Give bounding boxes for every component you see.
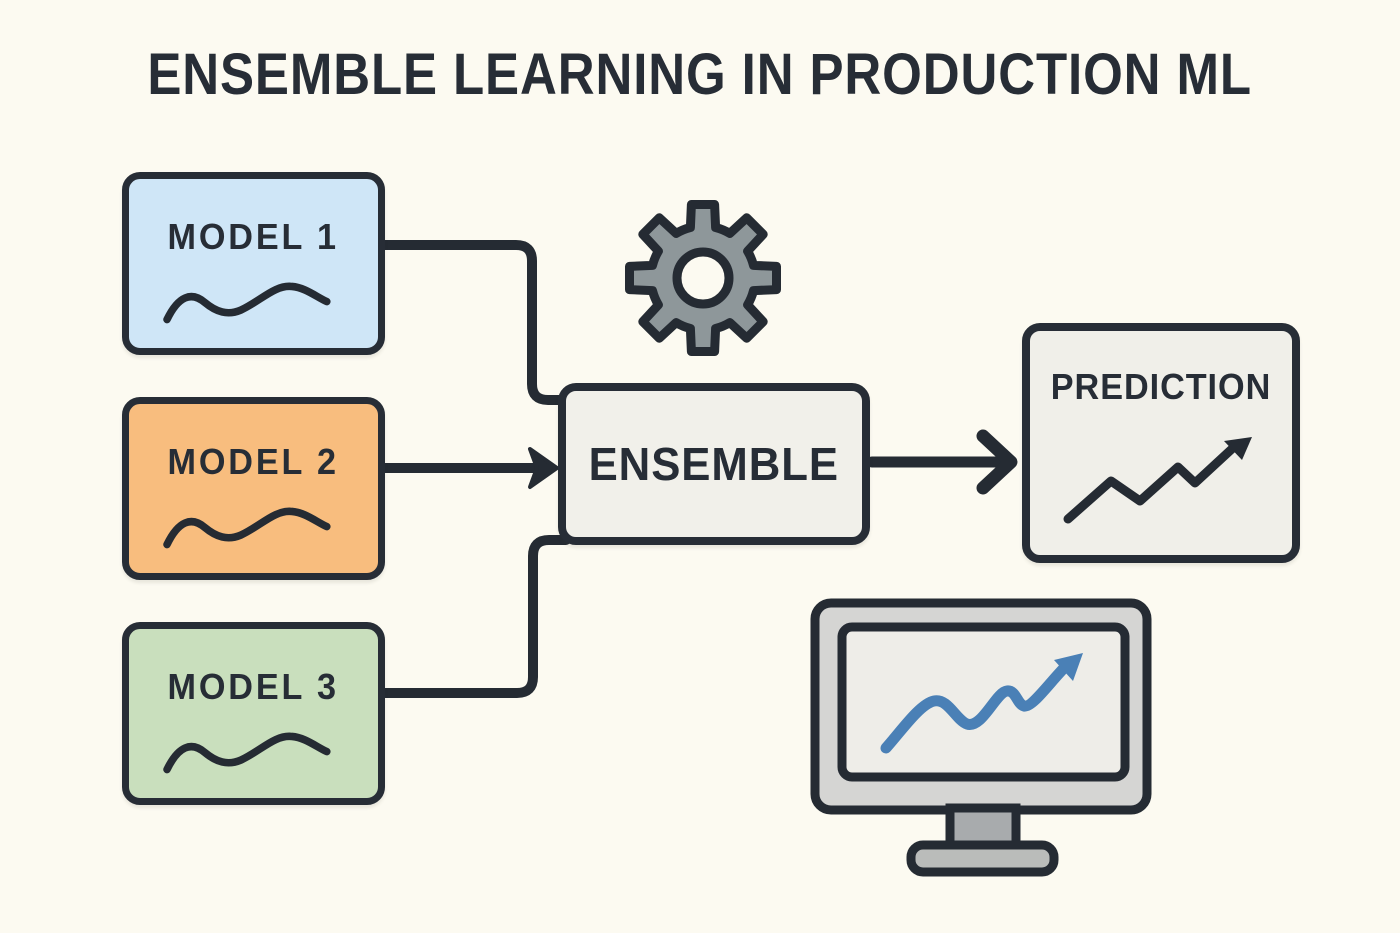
connector-model2-arrowhead-icon	[528, 447, 559, 489]
monitor-screen	[837, 622, 1130, 782]
trend-up-arrow-icon	[1063, 437, 1252, 524]
ensemble-label: ENSEMBLE	[588, 438, 840, 490]
page-title: ENSEMBLE LEARNING IN PRODUCTION ML	[147, 42, 1253, 107]
gear-icon	[625, 200, 781, 356]
monitor-with-trend-icon	[810, 598, 1152, 877]
ensemble-box: ENSEMBLE	[558, 383, 870, 545]
model1-box: MODEL 1	[122, 172, 385, 355]
monitor-trend-line	[880, 660, 1072, 754]
wave-line-icon	[162, 507, 331, 549]
prediction-label: PREDICTION	[1050, 366, 1272, 407]
monitor-trend-arrowhead	[1054, 653, 1083, 681]
prediction-box: PREDICTION	[1022, 323, 1300, 563]
model3-box: MODEL 3	[122, 622, 385, 805]
wave-line-icon	[162, 282, 331, 324]
gear-hole	[672, 247, 734, 309]
connector-model1-ensemble	[373, 240, 571, 405]
model3-label: MODEL 3	[167, 666, 340, 707]
model2-label: MODEL 2	[167, 441, 340, 482]
wave-line-icon	[162, 732, 331, 774]
prediction-arrowhead-icon	[976, 429, 1018, 495]
connector-model3-ensemble	[373, 535, 571, 698]
model1-label: MODEL 1	[167, 216, 340, 257]
model2-box: MODEL 2	[122, 397, 385, 580]
monitor-stand-base	[906, 840, 1059, 877]
